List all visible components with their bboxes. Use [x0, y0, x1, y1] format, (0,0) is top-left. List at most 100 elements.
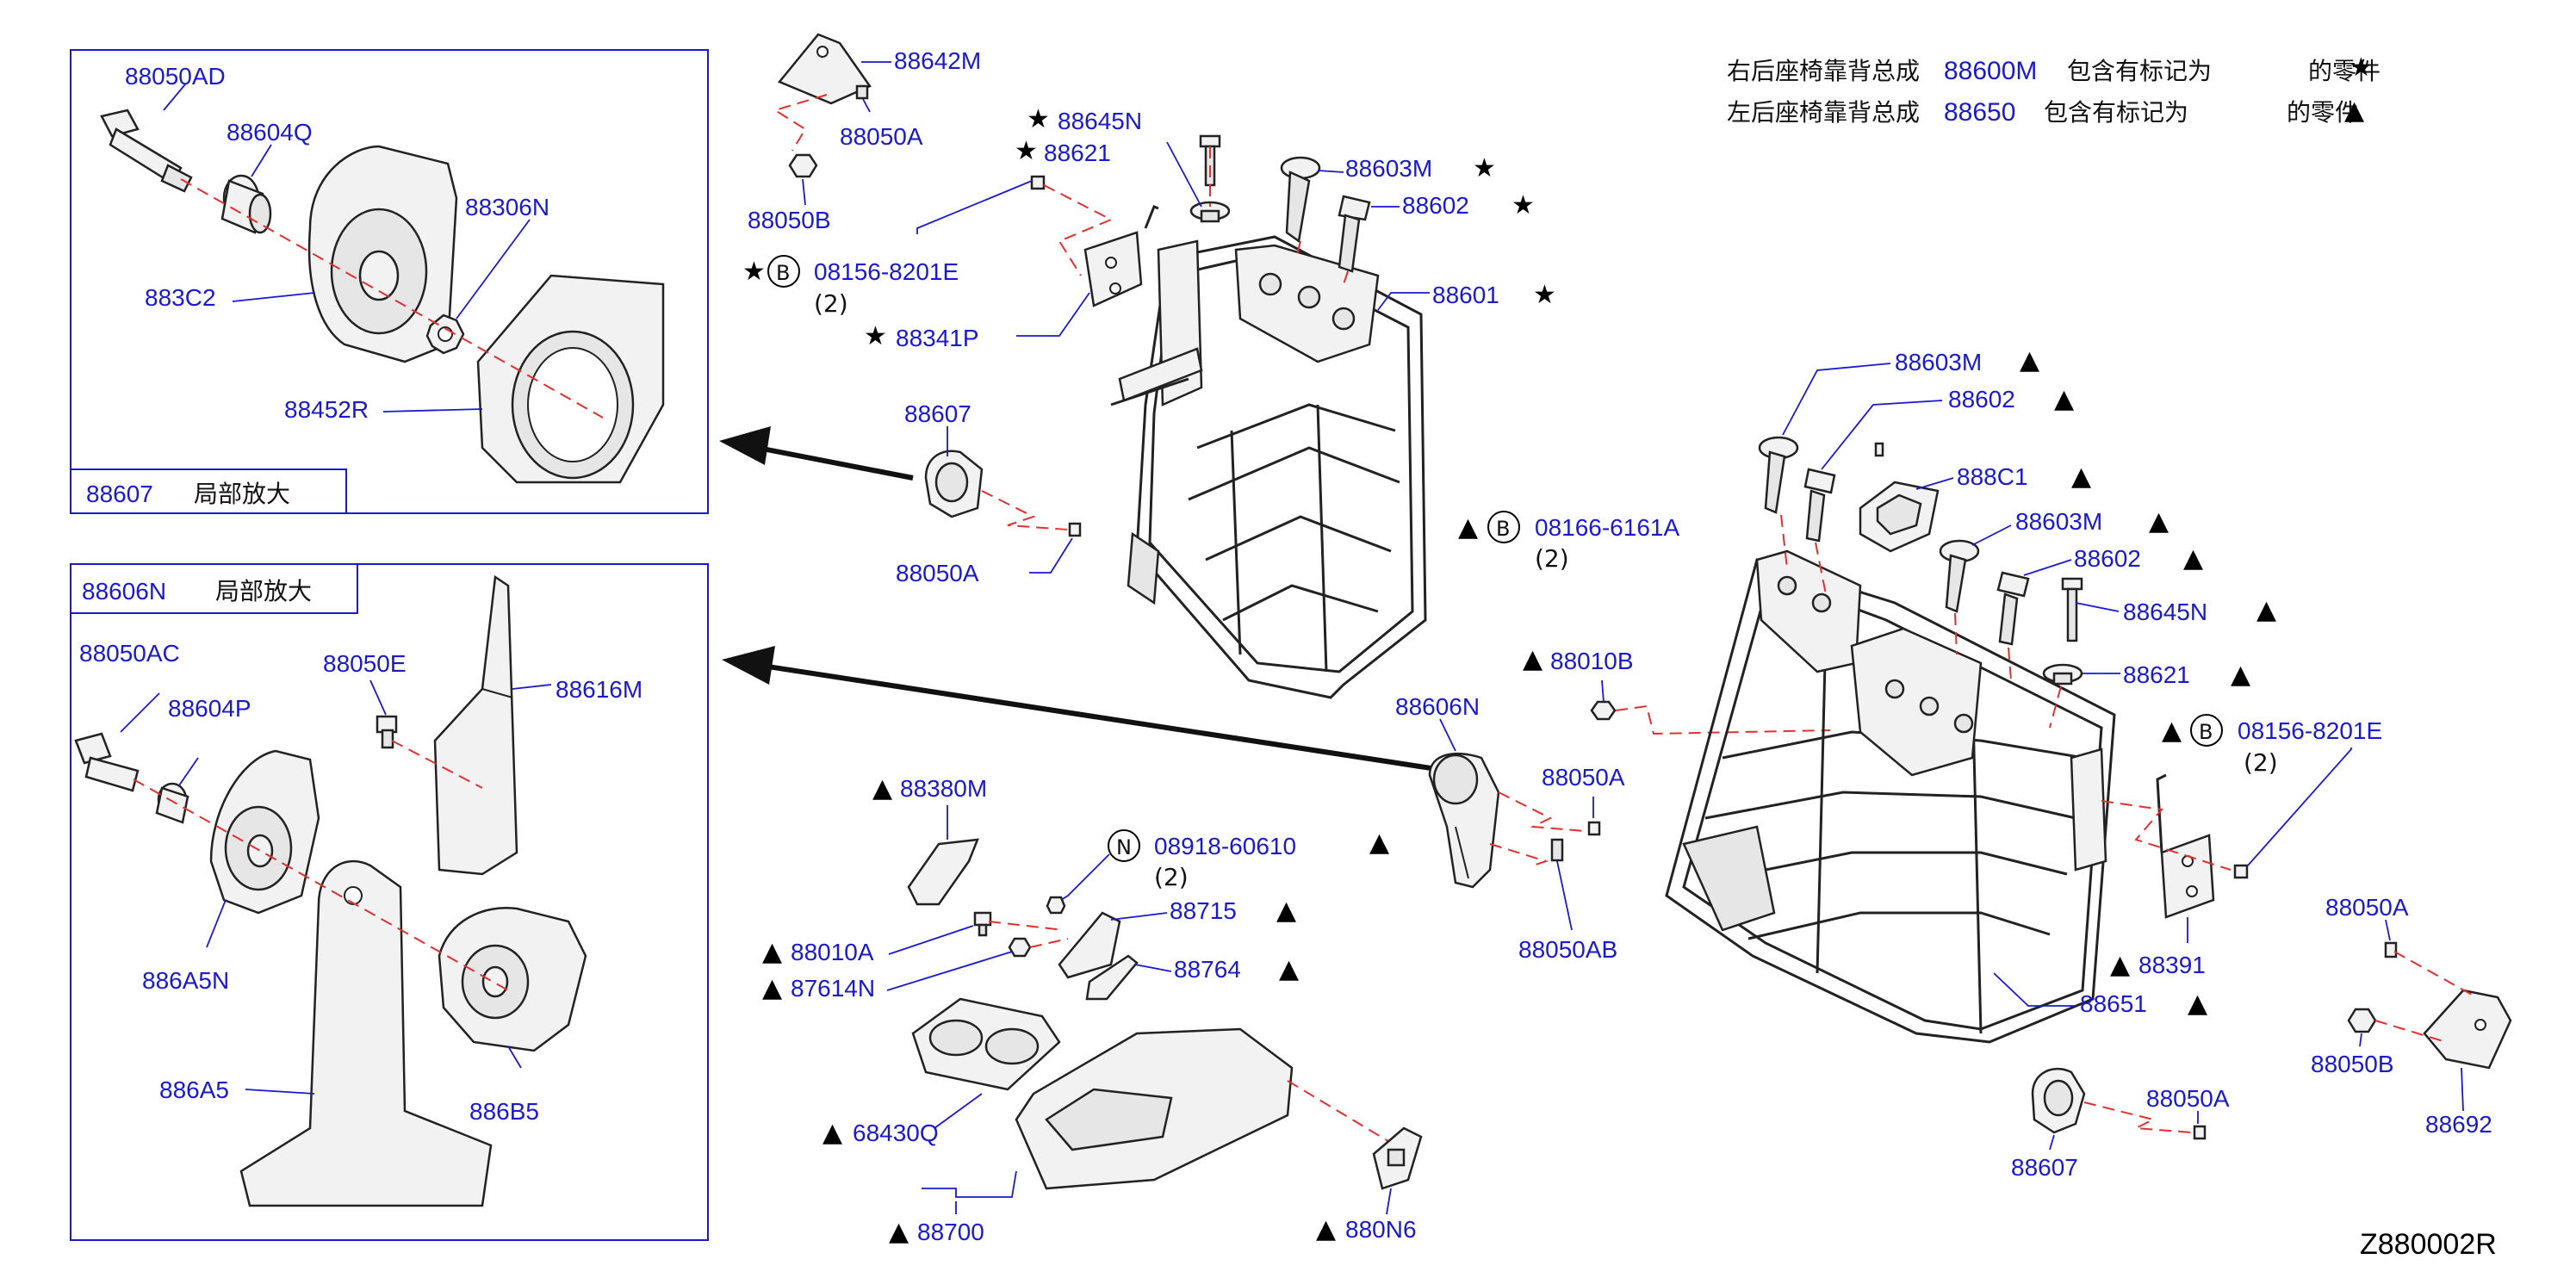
label-88692: 88692: [2425, 1111, 2492, 1138]
circled-b-letter: B: [2199, 720, 2213, 744]
label-88651: 88651: [2080, 990, 2147, 1017]
label-88604Q: 88604Q: [227, 119, 313, 146]
grommet-88621-r: [2042, 663, 2083, 729]
guide-88603M-r1: [1758, 436, 1799, 569]
triangle-mark-icon: ▲: [2054, 384, 2074, 414]
triangle-mark-icon: ▲: [1523, 644, 1542, 674]
bolt-88050AC: [74, 732, 140, 792]
label-88601: 88601: [1432, 282, 1499, 308]
guide-88602-r1: [1803, 468, 1836, 595]
cover-88452R: [476, 274, 665, 484]
star-mark-icon: ★: [2349, 53, 2373, 83]
bracket-88715: 88715 ▲: [1058, 896, 1296, 979]
label-group-08918: N 08918-60610 (2): [1046, 829, 1296, 915]
cupholder-68430Q: ▲ 68430Q: [822, 997, 1061, 1148]
triangle-mark-icon: ▲: [2188, 989, 2207, 1019]
label-88010B: 88010B: [1550, 648, 1634, 674]
diagram-code: Z880002R: [2360, 1228, 2497, 1261]
label-88607-bot: 88607: [2011, 1154, 2078, 1181]
housing-883C2: [307, 145, 458, 363]
circled-n-letter: N: [1116, 835, 1132, 859]
label-88764: 88764: [1174, 956, 1241, 983]
svg-text:的零件: 的零件: [2287, 98, 2359, 127]
svg-text:的零件: 的零件: [2308, 57, 2380, 85]
circled-b-letter: B: [776, 261, 790, 285]
svg-text:左后座椅靠背总成: 左后座椅靠背总成: [1727, 98, 1920, 127]
label-88645N-top: 88645N: [1058, 108, 1142, 134]
label-88603M-r2: 88603M: [2015, 508, 2102, 535]
star-mark-icon: ★: [742, 257, 766, 287]
circled-b-icon: [2190, 714, 2223, 747]
triangle-mark-icon: ▲: [872, 773, 892, 803]
label-88621-top: 88621: [1044, 140, 1111, 166]
label-88050B-top: 88050B: [748, 207, 831, 233]
label-886B5: 886B5: [469, 1098, 539, 1125]
detail-box-code: 88606N: [82, 578, 166, 605]
pin-88645N-r: [2061, 577, 2083, 642]
circled-b-letter: B: [1496, 517, 1510, 541]
triangle-mark-icon: ▲: [889, 1217, 909, 1247]
label-88050AB: 88050AB: [1518, 936, 1617, 963]
triangle-mark-icon: ▲: [762, 973, 782, 1003]
hinge-88692: 88050A 88050B 88692: [2311, 894, 2512, 1138]
label-88391: 88391: [2138, 952, 2206, 978]
triangle-mark-icon: ▲: [1458, 512, 1478, 543]
legend-line2-code: 88650: [1944, 98, 2015, 127]
detail-box-88606N: 88606N 局部放大: [70, 563, 709, 1241]
label-group-08166: ▲ B 08166-6161A (2): [1458, 511, 1679, 573]
label-88380M: 88380M: [900, 775, 987, 802]
triangle-mark-icon: ▲: [1279, 954, 1299, 984]
label-08156-r: 08156-8201E: [2238, 717, 2382, 744]
label-88603M-r1: 88603M: [1895, 349, 1982, 375]
hinge-880N6: ▲ 880N6: [1316, 1126, 1423, 1244]
circled-b-icon: [767, 255, 800, 288]
cover-88616M: [433, 574, 518, 876]
seat-frame-88601: [1110, 235, 1427, 699]
triangle-mark-icon: ▲: [762, 937, 782, 967]
legend-line2-prefix: 左后座椅靠背总成: [1727, 98, 1920, 127]
label-88642M: 88642M: [894, 47, 981, 74]
label-888C1: 888C1: [1957, 463, 2028, 490]
triangle-mark-icon: ▲: [1316, 1214, 1336, 1244]
hinge-88606N-mid: 88606N ▲ 88010B 88050A 88050AB ▲: [1369, 644, 1831, 963]
bezel-888C1: [1859, 442, 1940, 553]
label-88607-mid: 88607: [904, 400, 971, 427]
label-88616M: 88616M: [556, 676, 642, 703]
label-886A5: 886A5: [159, 1076, 229, 1103]
label-88050A-mid: 88050A: [896, 560, 979, 586]
star-mark-icon: ★: [1533, 280, 1556, 310]
guide-88602-r2: [1996, 571, 2030, 681]
circled-b-icon: [1487, 511, 1520, 543]
bushing-88604P: [155, 782, 189, 824]
triangle-mark-icon: ▲: [822, 1118, 842, 1148]
label-88050A-br: 88050A: [2146, 1085, 2230, 1112]
guide-88603M-top: [1280, 156, 1321, 244]
svg-text:88600M: 88600M: [1944, 57, 2037, 85]
guide-88602-top: [1338, 195, 1371, 273]
label-88306N: 88306N: [465, 194, 549, 220]
star-mark-icon: ★: [1015, 136, 1038, 166]
label-883C2: 883C2: [145, 284, 216, 311]
detail-box-caption: 局部放大: [194, 480, 290, 508]
svg-text:右后座椅靠背总成: 右后座椅靠背总成: [1727, 57, 1920, 85]
label-886A5N: 886A5N: [142, 967, 229, 994]
label-87614N: 87614N: [791, 975, 875, 1002]
bushing-88604Q: [220, 174, 272, 234]
label-08156-top: 08156-8201E: [814, 258, 959, 285]
qty-08156-top: (2): [814, 289, 848, 318]
triangle-mark-icon: ▲: [2183, 543, 2203, 574]
label-88050E: 88050E: [323, 650, 407, 677]
label-88602-r2: 88602: [2074, 545, 2141, 572]
svg-text:包含有标记为: 包含有标记为: [2044, 98, 2188, 127]
triangle-mark-icon: ▲: [2231, 660, 2250, 690]
legend-line2-suffix: 包含有标记为: [2044, 98, 2188, 127]
screws-88010A-87614N: ▲ 88010A ▲ 87614N: [762, 911, 1069, 1003]
label-88700: 88700: [917, 1219, 984, 1245]
armrest-88700: ▲ 88700: [889, 1027, 1396, 1247]
label-68430Q: 68430Q: [853, 1120, 939, 1146]
label-88645N-r: 88645N: [2123, 599, 2207, 625]
triangle-mark-icon: ▲: [2344, 96, 2364, 126]
label-88604P: 88604P: [168, 695, 251, 722]
label-88050AD: 88050AD: [125, 63, 226, 90]
